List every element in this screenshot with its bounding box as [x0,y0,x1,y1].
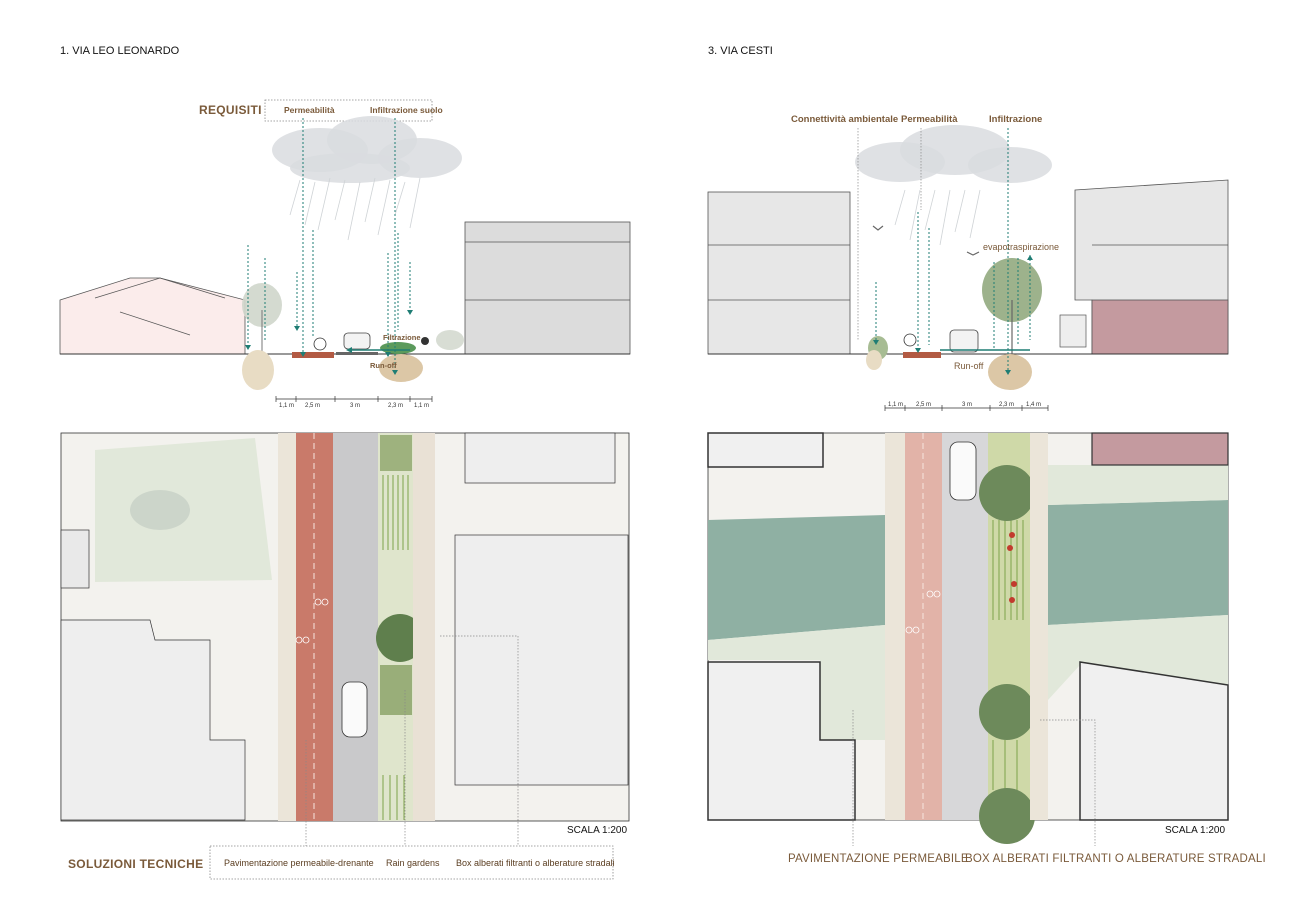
left-tree-1 [242,283,282,327]
left-dim-5: 1,1 m [414,403,430,409]
bird-icon [872,225,884,231]
left-filtrazione-label: Filtrazione [383,333,421,342]
left-dim-2: 2,5 m [305,403,321,409]
right-pink-ground-floor [1091,299,1229,355]
left-dimension-line [275,396,433,402]
left-req-permeabilita: Permeabilità [284,105,335,115]
left-cloud [272,116,462,183]
left-scale: SCALA 1:200 [567,825,628,836]
right-canal-left [708,515,885,640]
right-plan-car-1 [949,441,977,501]
left-title: 1. VIA LEO LEONARDO [60,45,180,57]
left-car-section [343,332,371,350]
right-req-connettivita: Connettività ambientale [791,114,899,125]
soluzioni-label: SOLUZIONI TECNICHE [68,857,204,871]
right-title: 3. VIA CESTI [708,45,773,57]
left-req-infiltrazione: Infiltrazione suolo [370,105,443,115]
right-kiosk [1059,314,1087,348]
right-runoff-label: Run-off [954,361,984,371]
left-plan-car-1 [341,681,368,738]
right-req-permeabilita: Permeabilità [901,114,958,125]
right-sol-pavimentazione: PAVIMENTAZIONE PERMEABILE [788,853,969,865]
right-dim-5: 1,4 m [1026,402,1042,408]
requisiti-label: REQUISITI [199,103,262,117]
right-plan [707,432,1229,844]
left-runoff-label: Run-off [370,361,397,370]
left-plan-road [333,433,378,821]
right-cloud [855,125,1052,183]
left-pedestrian [421,337,429,345]
right-building-left [707,191,851,355]
right-req-infiltrazione: Infiltrazione [989,114,1043,125]
right-evapo-label: evapotraspirazione [983,242,1060,252]
right-dim-1: 1,1 m [888,402,904,408]
right-scale: SCALA 1:200 [1165,825,1226,836]
right-tree [982,258,1042,322]
left-rain-arrows [247,118,411,370]
bird-icon-2 [966,251,980,256]
right-car-section [949,329,979,353]
left-sol-box-alberati: Box alberati filtranti o alberature stra… [456,858,615,868]
right-dim-2: 2,5 m [916,402,932,408]
right-canal-right [1048,500,1228,625]
left-dim-1: 1,1 m [279,403,295,409]
right-plan-tree-2 [979,684,1035,740]
left-plan [60,432,630,822]
left-plan-tree [376,614,424,662]
right-plan-tree-3 [979,788,1035,844]
left-dim-3: 3 m [350,403,361,409]
right-dim-4: 2,3 m [999,402,1015,408]
right-dimension-line [884,405,1049,411]
right-dim-3: 3 m [962,402,973,408]
left-dim-4: 2,3 m [388,403,404,409]
left-root-2 [379,354,423,382]
left-cycle-lane-section [292,352,334,358]
left-root-1 [242,350,274,390]
left-sol-pavimentazione: Pavimentazione permeabile-drenante [224,858,374,868]
left-rain [289,177,421,241]
left-house [59,277,246,355]
left-solutions-box [209,845,614,880]
left-cyclist [313,337,327,351]
left-apartment [464,221,631,355]
right-plan-tree-1 [979,465,1035,521]
left-sol-rain-gardens: Rain gardens [386,858,440,868]
right-sol-box-alberati: BOX ALBERATI FILTRANTI O ALBERATURE STRA… [965,853,1266,865]
